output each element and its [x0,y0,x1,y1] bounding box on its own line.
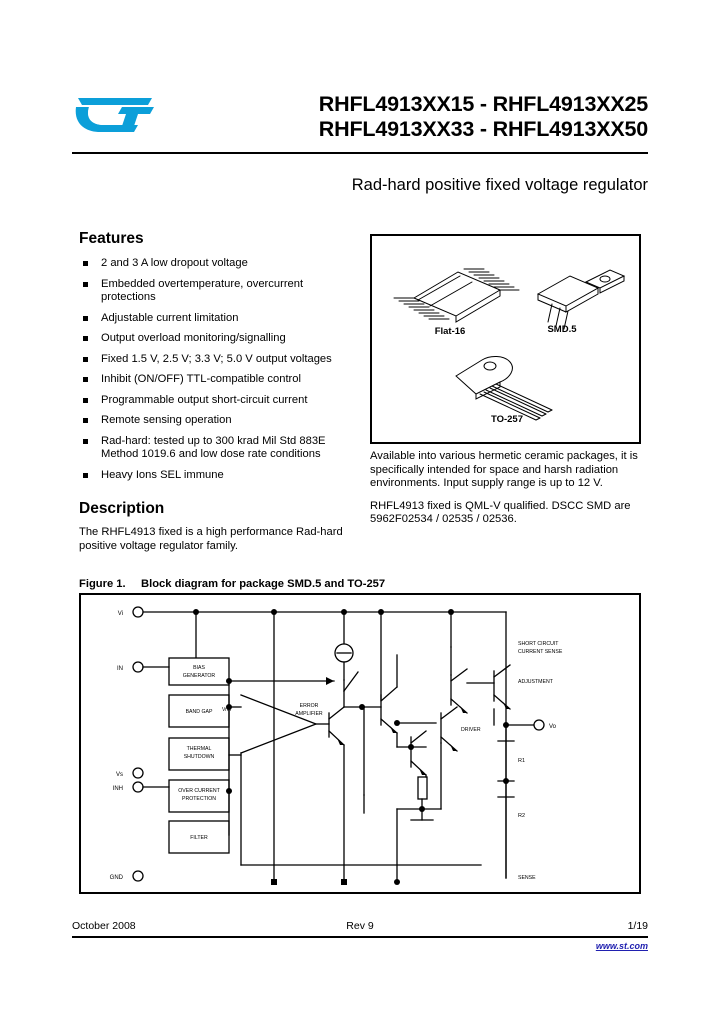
feature-item: Rad-hard: tested up to 300 krad Mil Std … [79,435,359,462]
pin-label-vi: Vi [118,611,123,617]
package-illustration-box: Flat-16 SMD.5 TO-257 [370,234,641,444]
package-label-to257: TO-257 [490,414,524,425]
feature-item: 2 and 3 A low dropout voltage [79,257,359,271]
package-label-flat16: Flat-16 [434,326,466,337]
feature-item: Fixed 1.5 V, 2.5 V; 3.3 V; 5.0 V output … [79,353,359,367]
block-diagram-svg: BIAS GENERATOR BAND GAP THERMAL SHUTDOWN… [110,606,563,885]
features-section: Features 2 and 3 A low dropout voltage E… [79,230,359,489]
title-line-2: RHFL4913XX33 - RHFL4913XX50 [318,117,648,141]
svg-text:AMPLIFIER: AMPLIFIER [295,711,323,717]
svg-text:FILTER: FILTER [190,835,208,841]
footer-page-number: 1/19 [627,920,648,932]
svg-text:PROTECTION: PROTECTION [182,796,216,802]
figure-number: Figure 1. [79,578,126,590]
package-drawings [393,268,626,421]
package-paragraph-1: Available into various hermetic ceramic … [370,450,638,490]
feature-item: Heavy Ions SEL immune [79,469,359,483]
svg-text:SHUTDOWN: SHUTDOWN [184,754,215,760]
svg-text:SHORT CIRCUIT: SHORT CIRCUIT [518,641,559,647]
svg-text:ERROR: ERROR [300,703,319,709]
pin-label-in: IN [117,666,123,672]
pin-label-inh: INH [113,786,123,792]
svg-text:THERMAL: THERMAL [187,746,212,752]
feature-item: Output overload monitoring/signalling [79,332,359,346]
package-label-smd5: SMD.5 [547,324,577,335]
feature-item: Inhibit (ON/OFF) TTL-compatible control [79,373,359,387]
footer-date: October 2008 [72,920,136,932]
pin-label-vo: Vo [549,724,557,730]
svg-text:ADJUSTMENT: ADJUSTMENT [518,679,554,685]
smd5-drawing [536,269,626,330]
features-list: 2 and 3 A low dropout voltage Embedded o… [79,257,359,482]
to257-drawing [455,356,553,421]
svg-text:BAND GAP: BAND GAP [186,709,213,715]
svg-text:Vref: Vref [222,707,232,713]
st-logo [72,94,158,138]
svg-text:DRIVER: DRIVER [461,727,481,733]
feature-item: Embedded overtemperature, overcurrent pr… [79,278,359,305]
page-header: RHFL4913XX15 - RHFL4913XX25 RHFL4913XX33… [72,92,648,154]
description-section: Description The RHFL4913 fixed is a high… [79,500,359,562]
figure-title: Block diagram for package SMD.5 and TO-2… [141,578,386,590]
footer-divider [72,936,648,938]
svg-text:SENSE: SENSE [518,875,536,881]
package-description-text: Available into various hermetic ceramic … [370,450,646,536]
block-diagram-figure: BIAS GENERATOR BAND GAP THERMAL SHUTDOWN… [79,593,641,894]
flat16-drawing [393,268,520,323]
document-title: RHFL4913XX15 - RHFL4913XX25 RHFL4913XX33… [319,92,648,142]
description-heading: Description [79,500,165,517]
svg-text:OVER CURRENT: OVER CURRENT [178,788,220,794]
feature-item: Remote sensing operation [79,414,359,428]
description-paragraph: The RHFL4913 fixed is a high performance… [79,526,343,552]
svg-text:R1: R1 [518,758,525,764]
title-line-1: RHFL4913XX15 - RHFL4913XX25 [318,92,648,116]
package-paragraph-2: RHFL4913 fixed is QML-V qualified. DSCC … [370,499,631,526]
svg-text:GENERATOR: GENERATOR [183,673,216,679]
document-subtitle: Rad-hard positive fixed voltage regulato… [351,176,648,194]
pin-label-gnd: GND [110,875,124,881]
figure-caption: Figure 1. Block diagram for package SMD.5… [79,578,385,590]
feature-item: Adjustable current limitation [79,312,359,326]
footer-revision: Rev 9 [346,920,374,932]
header-divider [72,152,648,154]
svg-text:BIAS: BIAS [193,665,205,671]
svg-text:CURRENT SENSE: CURRENT SENSE [518,649,563,655]
svg-text:R2: R2 [518,813,525,819]
features-heading: Features [79,230,144,247]
feature-item: Programmable output short-circuit curren… [79,394,359,408]
pin-label-vs: Vs [116,772,123,778]
footer-url-link[interactable]: www.st.com [595,941,648,951]
